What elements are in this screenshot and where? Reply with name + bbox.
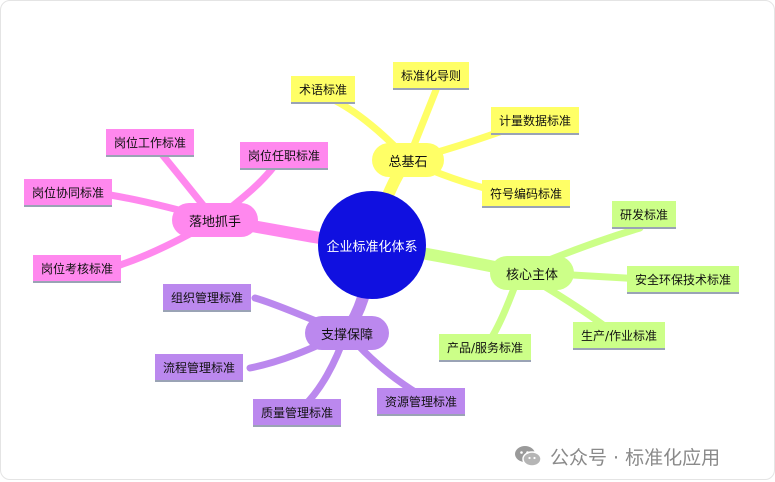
leaf-job-qualification-standard: 岗位任职标准 (240, 142, 329, 170)
leaf-rnd-standard: 研发标准 (612, 201, 677, 229)
watermark: 公众号 · 标准化应用 (514, 442, 720, 470)
leaf-organization-management-standard: 组织管理标准 (163, 284, 252, 312)
leaf-quality-management-standard: 质量管理标准 (253, 399, 342, 427)
leaf-resource-management-standard: 资源管理标准 (377, 388, 466, 416)
leaf-terminology-standard: 术语标准 (291, 76, 356, 104)
branch-core-label: 核心主体 (505, 267, 558, 283)
branch-foundation-label: 总基石 (388, 154, 428, 170)
leaf-symbol-coding-standard: 符号编码标准 (482, 180, 571, 208)
leaf-product-service-standard: 产品/服务标准 (439, 334, 532, 362)
branch-landing-label: 落地抓手 (188, 214, 241, 230)
leaf-standardization-guideline: 标准化导则 (393, 62, 470, 90)
branch-foundation: 总基石 (372, 143, 444, 177)
wechat-icon (515, 446, 542, 467)
center-node: 企业标准化体系 (318, 191, 426, 299)
leaf-process-management-standard: 流程管理标准 (155, 354, 244, 382)
leaf-safety-environmental-standard: 安全环保技术标准 (627, 266, 740, 294)
branch-core: 核心主体 (490, 256, 574, 290)
watermark-text: 公众号 · 标准化应用 (550, 446, 721, 469)
leaf-metrology-data-standard: 计量数据标准 (491, 107, 580, 135)
leaf-job-work-standard: 岗位工作标准 (106, 129, 195, 157)
branch-support-label: 支撑保障 (320, 327, 373, 343)
branch-landing: 落地抓手 (172, 203, 258, 237)
leaf-job-collaboration-standard: 岗位协同标准 (24, 179, 113, 207)
leaf-production-operation-standard: 生产/作业标准 (573, 322, 666, 350)
center-label: 企业标准化体系 (326, 239, 418, 255)
branch-support: 支撑保障 (305, 316, 389, 350)
leaf-job-assessment-standard: 岗位考核标准 (33, 255, 122, 283)
